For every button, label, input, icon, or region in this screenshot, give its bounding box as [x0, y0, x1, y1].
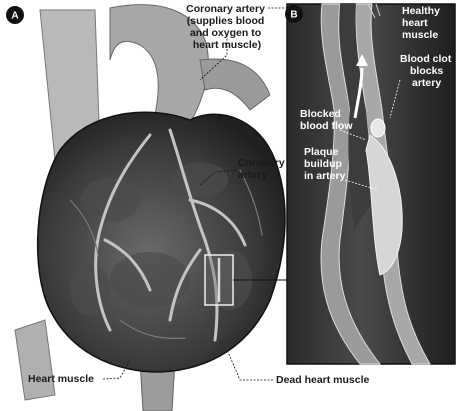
dead-heart-muscle-label: Dead heart muscle	[276, 374, 370, 386]
left-lower-vessel	[15, 320, 55, 400]
pulmonary-vessels	[200, 59, 270, 110]
panel-b: B Healthy heart muscle Blood clot blocks…	[285, 4, 455, 364]
panel-a-badge-label: A	[11, 11, 18, 22]
coronary-artery-main-label: Coronary artery (supplies blood and oxyg…	[186, 3, 268, 51]
plaque-buildup-label: Plaque buildup in artery	[304, 146, 346, 182]
blood-clot	[371, 119, 385, 137]
panel-b-badge-label: B	[290, 10, 297, 21]
heart	[38, 112, 285, 372]
heart-muscle-label: Heart muscle	[28, 373, 94, 385]
